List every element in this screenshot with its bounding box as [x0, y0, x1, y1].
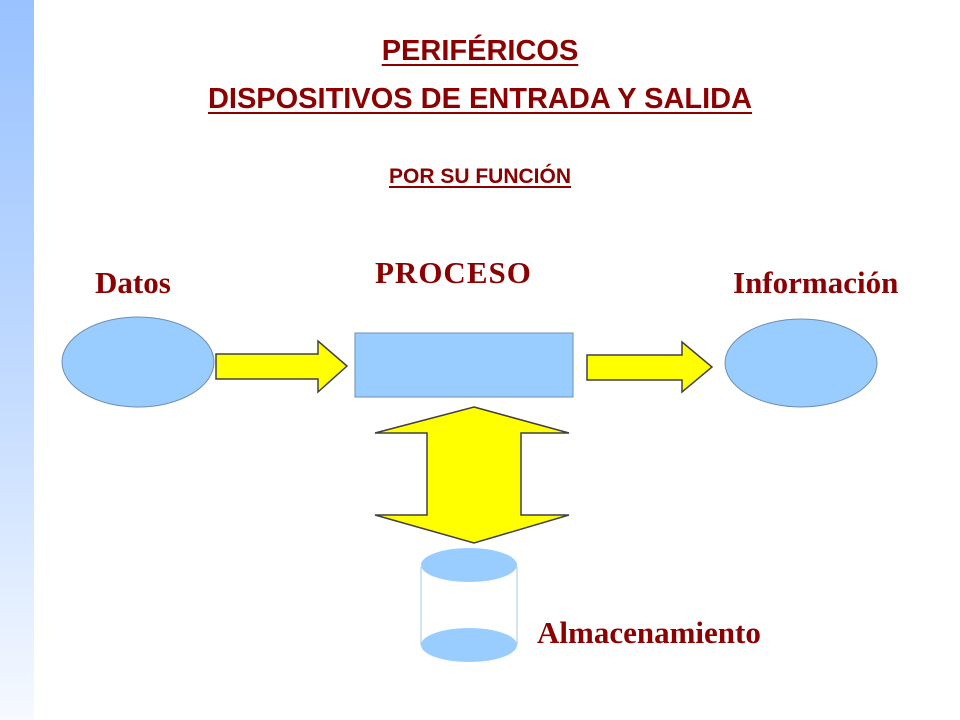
input-data-node — [61, 316, 215, 408]
process-storage-bidirectional-arrow — [374, 406, 570, 544]
process-to-output-arrow — [586, 340, 714, 394]
page-subtitle: POR SU FUNCIÓN — [388, 165, 571, 188]
process-label: PROCESO — [375, 255, 532, 290]
page-title: PERIFÉRICOS — [381, 35, 579, 67]
storage-cylinder — [420, 548, 518, 662]
sidebar-gradient — [0, 0, 34, 720]
storage-label: Almacenamiento — [537, 615, 761, 650]
output-information-node — [724, 318, 878, 408]
input-to-process-arrow — [215, 339, 349, 394]
input-data-label: Datos — [95, 265, 171, 300]
output-information-label: Información — [733, 265, 899, 300]
process-node — [354, 332, 574, 398]
page-title-secondary: DISPOSITIVOS DE ENTRADA Y SALIDA — [207, 83, 753, 115]
